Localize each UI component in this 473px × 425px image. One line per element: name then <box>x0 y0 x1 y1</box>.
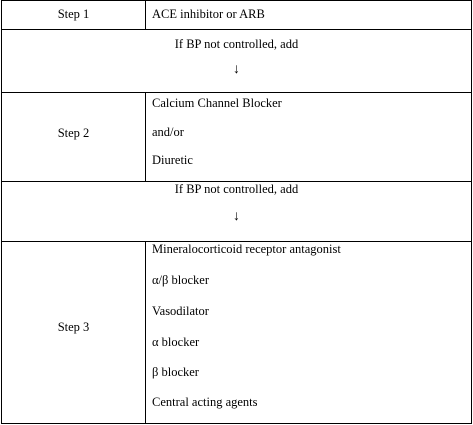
table-border-right <box>471 0 472 424</box>
step-2-drug: Calcium Channel Blocker <box>152 96 282 110</box>
row-divider <box>1 92 472 93</box>
step-3-drug: Mineralocorticoid receptor antagonist <box>152 242 341 256</box>
column-divider <box>145 92 146 182</box>
step-2-drug: Diuretic <box>152 153 193 167</box>
down-arrow-icon: ↓ <box>233 209 240 224</box>
step-3-drug: Vasodilator <box>152 304 209 318</box>
down-arrow-icon: ↓ <box>233 62 240 77</box>
table-border-bottom <box>1 423 472 424</box>
transition-1-text: If BP not controlled, add <box>174 37 299 51</box>
step-2-connector: and/or <box>152 125 184 139</box>
row-divider <box>1 241 472 242</box>
transition-2-text: If BP not controlled, add <box>174 182 299 196</box>
table-border-left <box>1 0 2 424</box>
column-divider <box>145 0 146 30</box>
step-3-label: Step 3 <box>57 320 90 334</box>
step-1-label: Step 1 <box>57 7 90 21</box>
column-divider <box>145 241 146 424</box>
step-3-drug: α blocker <box>152 335 200 349</box>
step-3-drug: Central acting agents <box>152 395 258 409</box>
step-3-drug: α/β blocker <box>152 273 209 287</box>
step-3-drug: β blocker <box>152 365 199 379</box>
row-divider <box>1 29 472 30</box>
step-2-label: Step 2 <box>57 126 90 140</box>
row-divider <box>1 181 472 182</box>
step-1-drug: ACE inhibitor or ARB <box>152 7 265 21</box>
table-border-top <box>1 0 472 1</box>
